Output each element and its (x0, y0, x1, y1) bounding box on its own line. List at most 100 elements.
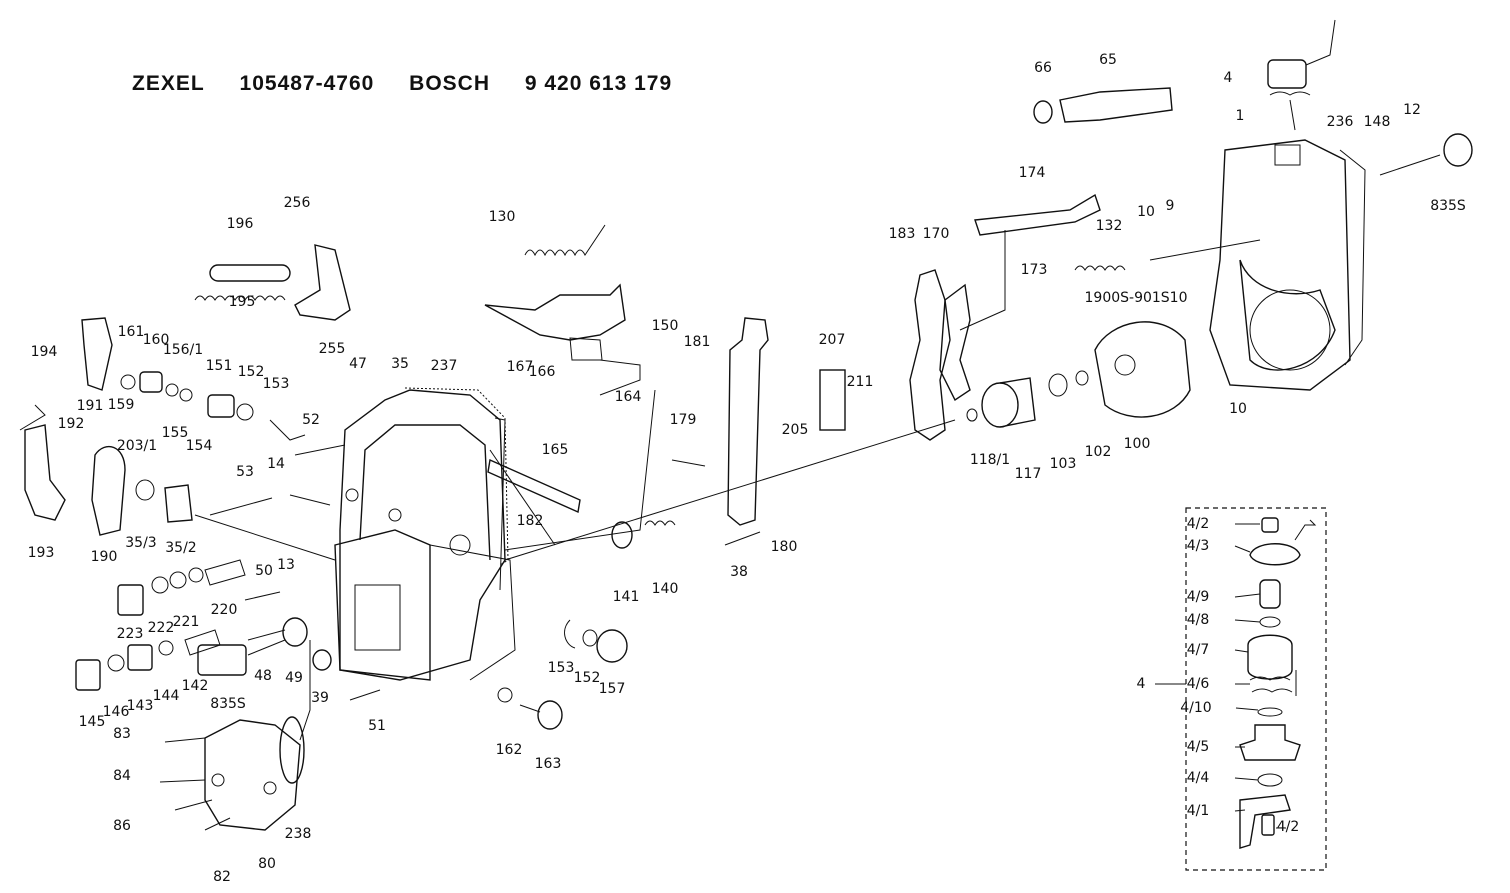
part-label-67: 195 (229, 294, 256, 310)
bushing-stack-left (120, 371, 254, 523)
brand-bosch: BOSCH (409, 72, 491, 95)
leader-line-10 (19, 404, 46, 431)
part-label-100: 4/5 (1187, 739, 1210, 755)
leader-line-3 (959, 230, 1006, 331)
part-label-10: 170 (923, 226, 950, 242)
part-label-88: 86 (113, 818, 131, 834)
part-label-12: 132 (1096, 218, 1123, 234)
lever-190 (91, 445, 126, 536)
part-label-15: 1900S-901S10 (1085, 290, 1188, 306)
part-label-26: 211 (847, 374, 874, 390)
lever-150 (484, 283, 626, 341)
part-label-51: 146 (103, 704, 130, 720)
part-label-29: 166 (529, 364, 556, 380)
part-label-7: 835S (1430, 198, 1466, 214)
part-label-81: 203/1 (117, 438, 157, 454)
part-label-11: 173 (1021, 262, 1048, 278)
fittings-lower-left (75, 559, 332, 691)
part-label-36: 140 (652, 581, 679, 597)
rod-182 (487, 458, 581, 514)
diagram-header: ZEXEL 105487-4760 BOSCH 9 420 613 179 (132, 72, 700, 96)
part-label-64: 237 (431, 358, 458, 374)
part-label-23: 150 (652, 318, 679, 334)
part-label-38: 157 (599, 681, 626, 697)
part-label-35: 38 (730, 564, 748, 580)
cap-835S-right (1443, 133, 1473, 167)
part-label-80: 192 (58, 416, 85, 432)
part-label-66: 196 (227, 216, 254, 232)
part-label-58: 13 (277, 557, 295, 573)
bolt-48 (247, 629, 286, 641)
part-label-27: 205 (782, 422, 809, 438)
leader-line-2 (1149, 239, 1261, 261)
leader-line-1 (504, 419, 956, 561)
part-label-16: 10 (1229, 401, 1247, 417)
leader-line-6 (289, 494, 331, 506)
part-label-33: 182 (517, 513, 544, 529)
part-label-75: 151 (206, 358, 233, 374)
part-label-85: 35/2 (165, 540, 196, 556)
adjuster-4-top (1267, 19, 1336, 131)
part-label-19: 103 (1050, 456, 1077, 472)
part-label-24: 181 (684, 334, 711, 350)
part-label-6: 12 (1403, 102, 1421, 118)
part-label-103: 4/2 (1277, 819, 1300, 835)
part-label-32: 179 (670, 412, 697, 428)
part-label-45: 49 (285, 670, 303, 686)
part-label-90: 80 (258, 856, 276, 872)
part-label-73: 160 (143, 332, 170, 348)
lever-191 (81, 317, 113, 391)
part-label-3: 1 (1236, 108, 1245, 124)
part-label-5: 148 (1364, 114, 1391, 130)
lever-170b (939, 283, 971, 402)
part-label-57: 50 (255, 563, 273, 579)
part-label-49: 144 (153, 688, 180, 704)
flyweight-100 (1094, 321, 1191, 418)
bolt-53 (209, 497, 273, 516)
part-label-59: 53 (236, 464, 254, 480)
gasket-237 (404, 387, 509, 566)
part-label-95: 4/8 (1187, 612, 1210, 628)
part-label-77: 153 (263, 376, 290, 392)
part-label-92: 4/2 (1187, 516, 1210, 532)
detail-box-4 (1185, 507, 1327, 871)
lever-193 (24, 424, 66, 521)
part-label-87: 84 (113, 768, 131, 784)
part-number-zexel: 105487-4760 (239, 72, 375, 95)
bolt-38 (724, 531, 761, 546)
part-label-71: 159 (108, 397, 135, 413)
part-label-42: 163 (535, 756, 562, 772)
detail-4-leaders (1155, 523, 1286, 829)
plate-207 (819, 369, 846, 431)
part-label-70: 191 (77, 398, 104, 414)
part-label-86: 83 (113, 726, 131, 742)
part-label-102: 4/1 (1187, 803, 1210, 819)
spring-195 (194, 295, 286, 301)
part-label-43: 51 (368, 718, 386, 734)
part-label-13: 10 (1137, 204, 1155, 220)
bracket-255 (294, 244, 351, 321)
part-label-30: 164 (615, 389, 642, 405)
part-label-98: 4/6 (1187, 676, 1210, 692)
part-label-52: 145 (79, 714, 106, 730)
part-label-89: 82 (213, 869, 231, 885)
fittings-lower-middle (497, 520, 676, 730)
link-181 (727, 317, 769, 526)
part-label-94: 4/9 (1187, 589, 1210, 605)
part-label-50: 143 (127, 698, 154, 714)
part-label-56: 220 (211, 602, 238, 618)
part-label-25: 207 (819, 332, 846, 348)
part-label-1: 65 (1099, 52, 1117, 68)
part-label-79: 154 (186, 438, 213, 454)
detail-4-parts (1239, 517, 1317, 849)
part-label-62: 47 (349, 356, 367, 372)
part-label-39: 152 (574, 670, 601, 686)
leader-line-5 (504, 389, 656, 551)
washer-66 (1033, 100, 1053, 124)
part-label-61: 52 (302, 412, 320, 428)
part-number-bosch: 9 420 613 179 (524, 72, 673, 95)
leader-line-9 (489, 449, 556, 546)
part-label-101: 4/4 (1187, 770, 1210, 786)
